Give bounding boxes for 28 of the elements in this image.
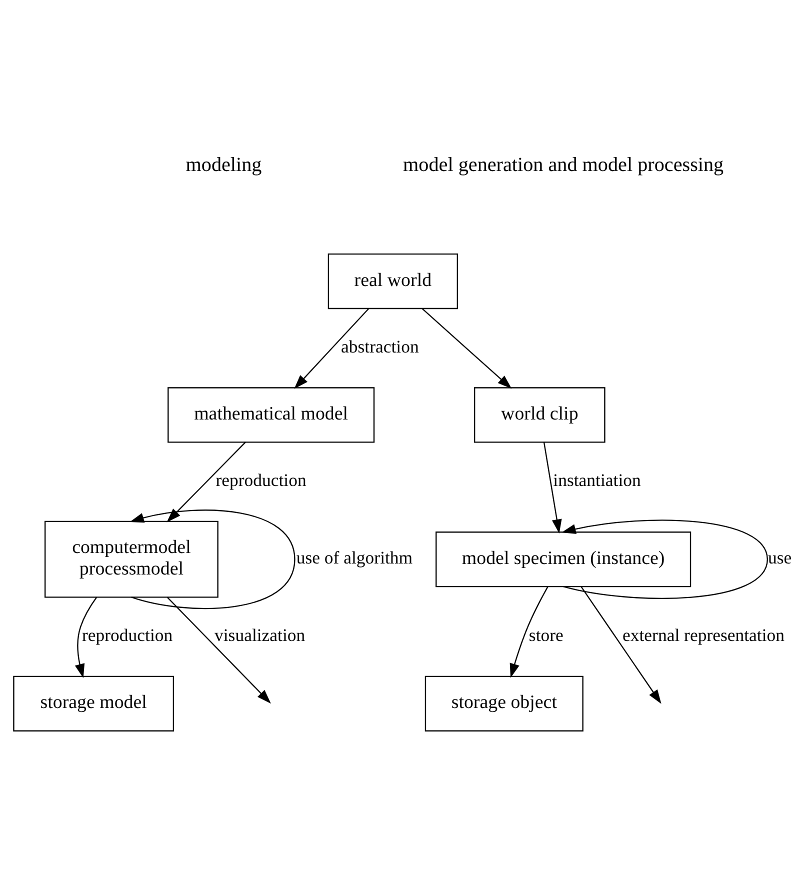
edge-label: external representation: [622, 624, 784, 645]
node-box: mathematical model: [167, 387, 374, 443]
label: model generation and model processing: [402, 154, 724, 176]
edge-label: instantiation: [552, 470, 640, 490]
edge-label: store: [528, 624, 563, 645]
node-box: storage model: [12, 676, 174, 732]
arrow: [509, 586, 548, 678]
edge-label: reproduction: [215, 470, 306, 490]
arrow: [74, 596, 97, 678]
node-box: world clip: [474, 387, 605, 443]
node-box: computermodel processmodel: [44, 520, 218, 598]
edge-label: use: [768, 547, 792, 568]
node-box: real world: [327, 253, 458, 310]
arrow: [294, 308, 368, 389]
edge-label: visualization: [214, 624, 305, 645]
arrow: [166, 442, 246, 522]
edge-label: abstraction: [340, 336, 418, 356]
edge-label: reproduction: [82, 624, 172, 645]
node-box: storage object: [424, 676, 583, 732]
node-box: model specimen (instance): [435, 532, 691, 588]
arrow: [580, 586, 661, 704]
edge-label: use of algorithm: [296, 547, 412, 568]
arrow: [166, 597, 270, 704]
label: modeling: [185, 154, 262, 176]
arrow: [129, 510, 295, 609]
arrow: [421, 308, 512, 389]
arrow: [561, 520, 768, 599]
arrow: [542, 442, 562, 534]
